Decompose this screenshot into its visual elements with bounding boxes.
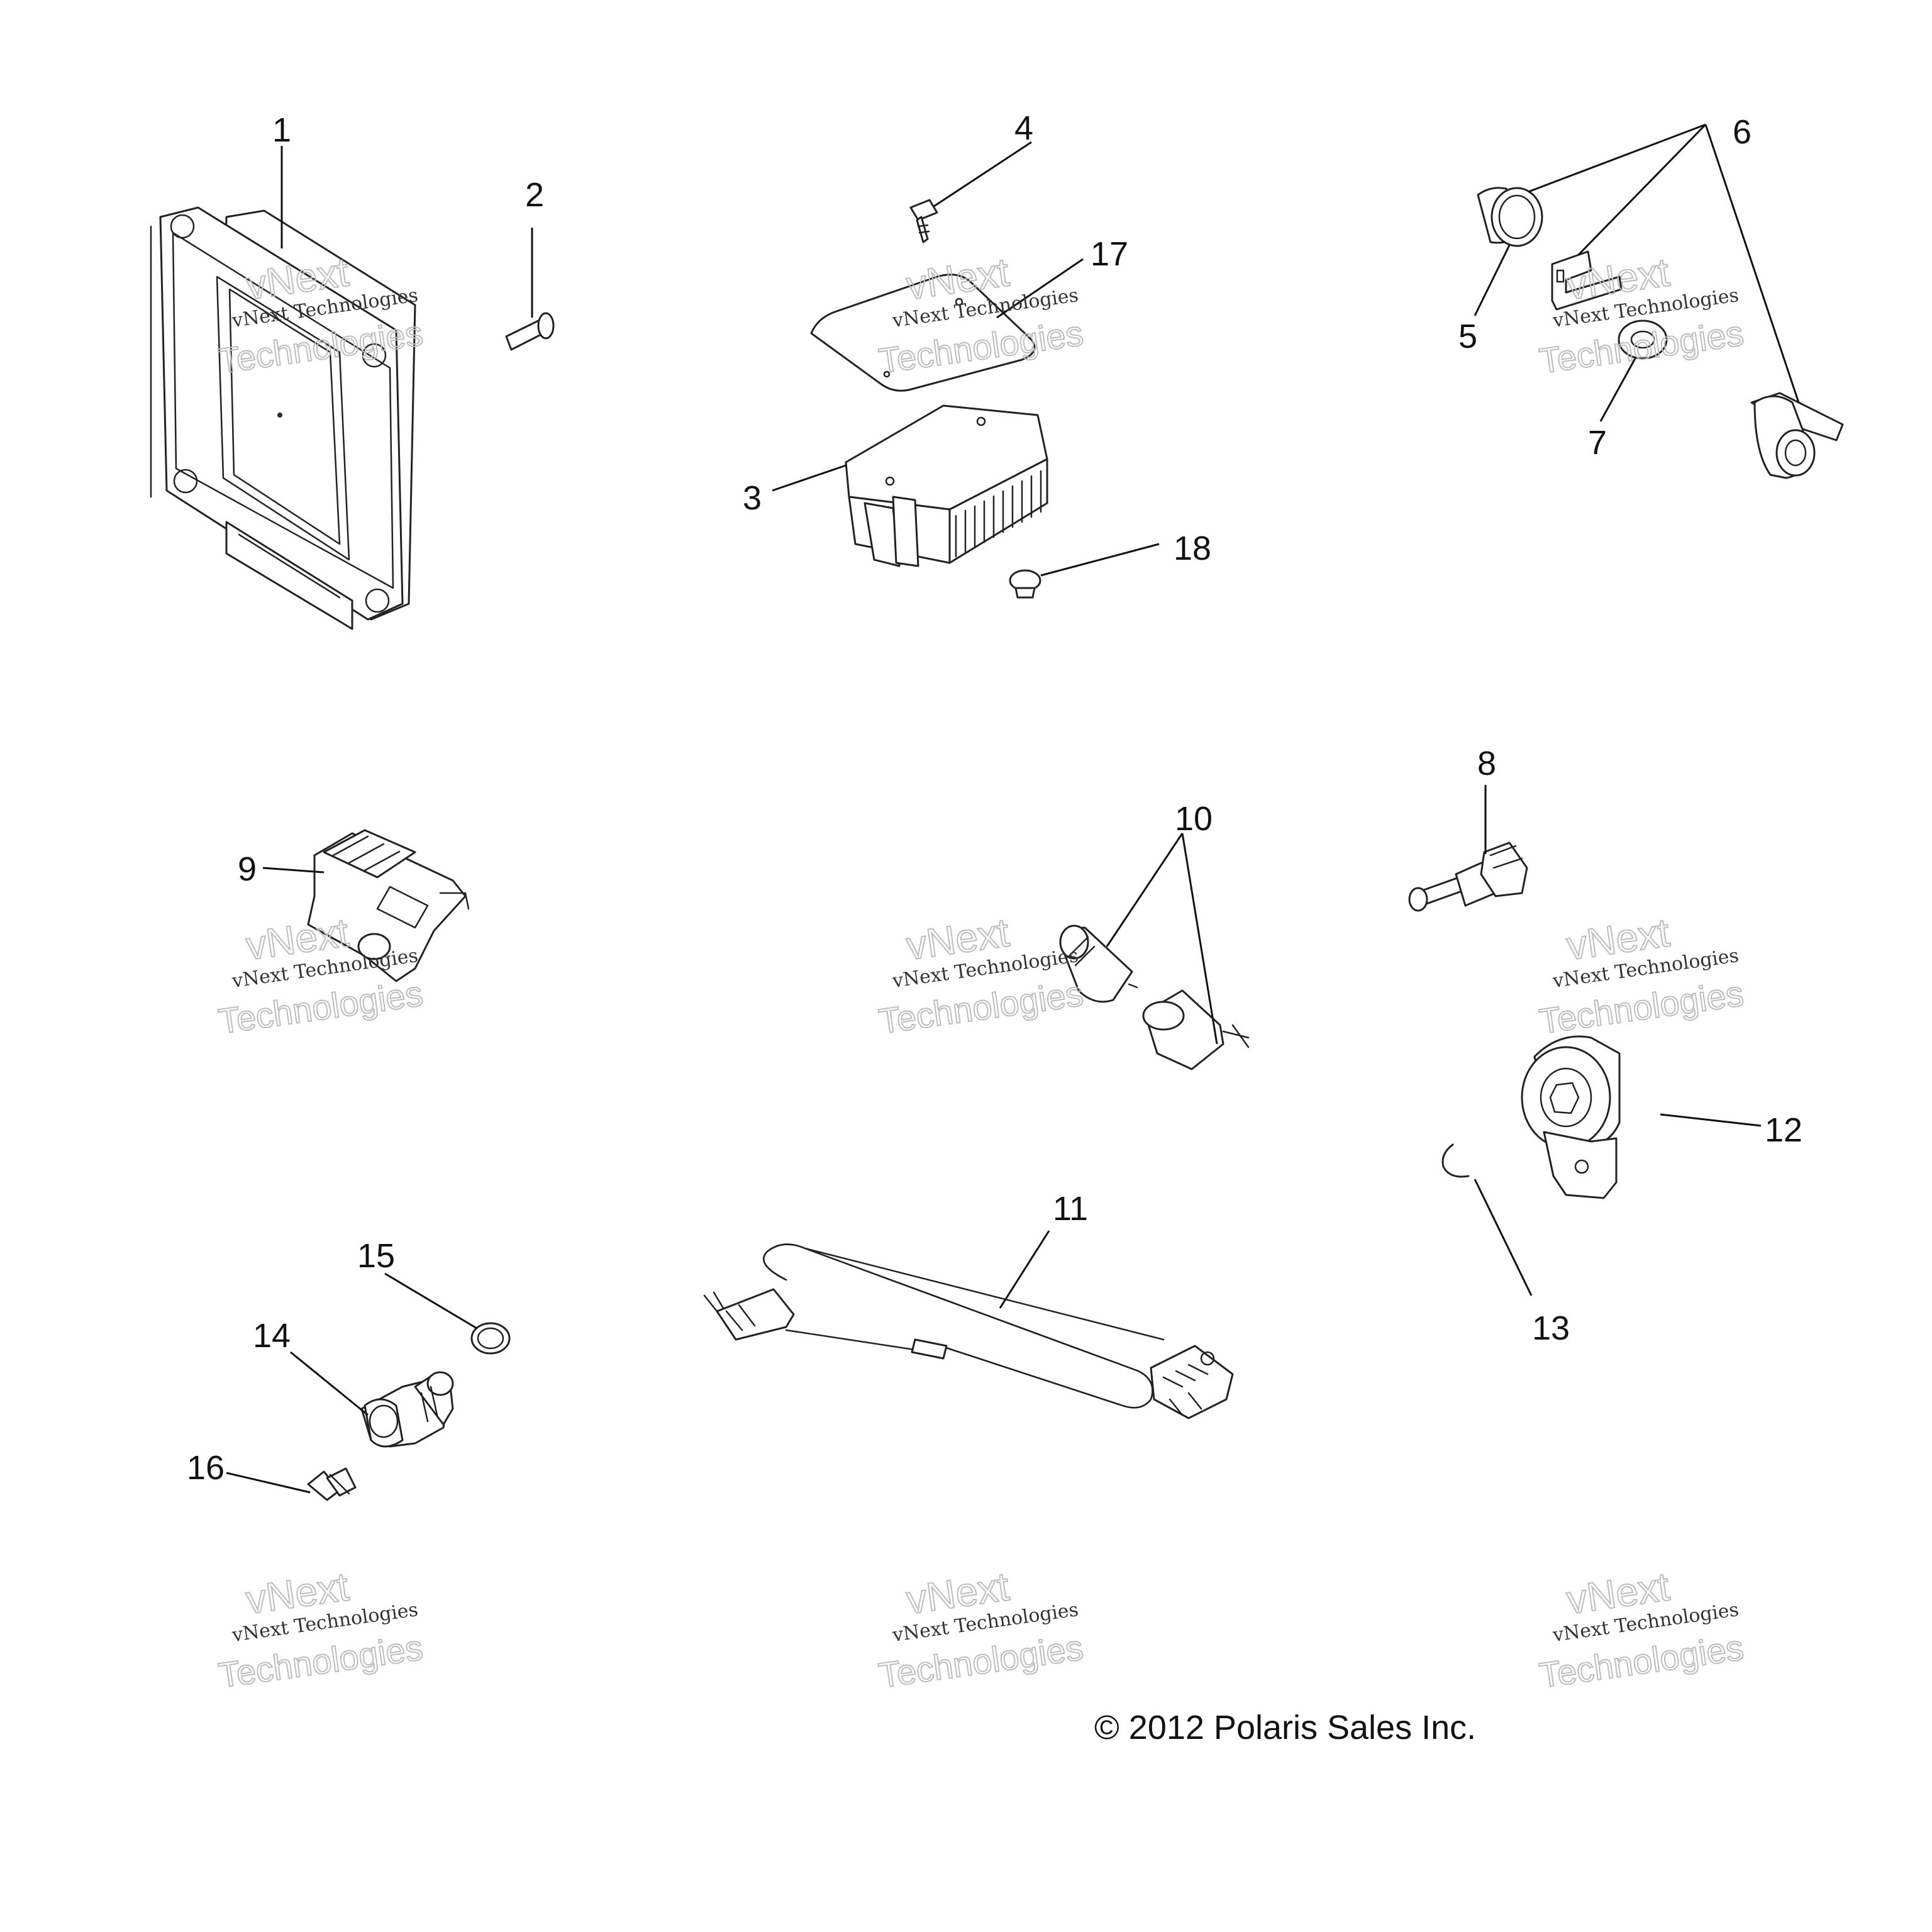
part-5-cap (1477, 187, 1543, 247)
part-7-washer (1618, 319, 1668, 360)
leader-7 (1599, 358, 1636, 422)
callout-1: 1 (272, 111, 291, 149)
leader-4 (933, 141, 1032, 208)
callout-9: 9 (238, 850, 257, 888)
callout-4: 4 (1014, 109, 1033, 147)
leader-6-b (1577, 123, 1707, 256)
leader-9 (262, 867, 325, 874)
leader-3 (772, 464, 847, 492)
part-6-sensor (1750, 392, 1844, 479)
part-9-sensor-bracket (307, 829, 470, 982)
callout-15: 15 (357, 1237, 395, 1275)
watermark-r1c2: vNext Technologies vNext Technologies (876, 248, 1086, 381)
part-18-fastener (1009, 569, 1041, 599)
part-6-bracket (1551, 250, 1623, 311)
part-17-cover-plate (810, 274, 1036, 392)
part-3-control-box (845, 404, 1048, 567)
part-13-clip (1441, 1143, 1470, 1178)
part-14-speed-sensor (360, 1371, 454, 1448)
callout-7: 7 (1588, 424, 1607, 462)
watermark-r3c3: vNext Technologies vNext Technologies (1536, 1563, 1746, 1696)
part-10-sensor-pieces (1059, 924, 1250, 1070)
callout-6: 6 (1733, 113, 1752, 151)
leader-6-a (1528, 123, 1706, 193)
callout-8: 8 (1477, 745, 1496, 782)
part-1-ecu-module (150, 206, 416, 630)
callout-5: 5 (1458, 318, 1477, 355)
leader-6-c (1704, 124, 1800, 403)
callout-2: 2 (525, 176, 544, 214)
leader-5 (1474, 245, 1511, 316)
watermark-r3c2: vNext Technologies vNext Technologies (876, 1563, 1086, 1696)
callout-10: 10 (1175, 800, 1213, 838)
callout-13: 13 (1532, 1309, 1570, 1347)
part-11-harness (703, 1243, 1234, 1419)
leader-16 (226, 1472, 311, 1494)
callout-numbers: 1 2 4 17 3 18 6 5 7 8 9 10 12 13 11 15 1… (187, 109, 1802, 1487)
leader-10-a (1106, 833, 1184, 947)
leader-12 (1660, 1113, 1762, 1127)
copyright-notice: © 2012 Polaris Sales Inc. (1094, 1709, 1477, 1746)
watermark-r3c1: vNext Technologies vNext Technologies (216, 1563, 426, 1696)
leader-18 (1040, 543, 1160, 577)
leader-lines (226, 123, 1800, 1494)
leader-17 (996, 258, 1084, 319)
part-16-bolt (307, 1467, 357, 1501)
watermark-r2c2: vNext Technologies vNext Technologies (876, 909, 1086, 1041)
callout-16: 16 (187, 1449, 225, 1487)
leader-11 (999, 1230, 1050, 1309)
leader-13 (1474, 1179, 1533, 1296)
callout-17: 17 (1091, 235, 1128, 273)
leader-10-b (1181, 833, 1218, 1045)
callout-12: 12 (1765, 1111, 1802, 1149)
part-15-o-ring (470, 1322, 511, 1355)
callout-18: 18 (1174, 530, 1211, 567)
part-2-bolt (505, 312, 555, 351)
part-4-screw (909, 199, 938, 243)
part-12-knock-sensor (1521, 1035, 1621, 1199)
callout-11: 11 (1053, 1190, 1088, 1228)
callout-14: 14 (253, 1317, 291, 1355)
watermark-r2c3: vNext Technologies vNext Technologies (1536, 909, 1746, 1041)
leader-15 (384, 1272, 477, 1330)
callout-3: 3 (743, 479, 762, 517)
part-8-temp-sensor (1408, 841, 1528, 912)
leader-14 (290, 1351, 369, 1416)
